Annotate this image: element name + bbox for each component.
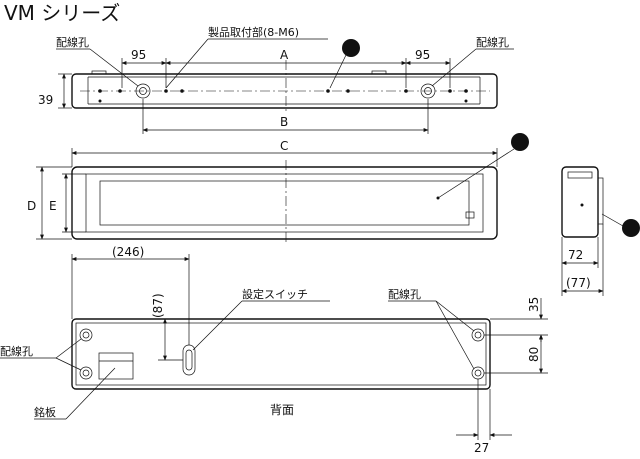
mount-point	[98, 99, 102, 103]
wiring-hole-left-inner	[139, 87, 147, 95]
dim-246: (246)	[112, 245, 144, 259]
mount-point	[464, 89, 468, 93]
front-view: C D E	[27, 133, 529, 245]
side-view: 72 (77)	[561, 166, 640, 296]
mount-point	[164, 89, 168, 93]
dim-95-left: 95	[131, 48, 146, 62]
front-view-lens	[99, 180, 470, 226]
label-mount-part: 製品取付部(8-M6)	[208, 25, 299, 39]
dim-A: A	[280, 48, 289, 62]
mount-point	[326, 89, 330, 93]
top-view: 95 A 95 B 39 配線孔 製品取付部(8-M6) 配線孔	[38, 25, 514, 134]
wiring-hole-right-inner	[424, 87, 432, 95]
label-back: 背面	[270, 403, 294, 417]
dim-C: C	[280, 139, 288, 153]
front-view-lens-frame	[85, 173, 484, 233]
label-wiring-hole-top-right: 配線孔	[476, 35, 509, 49]
lens-leader-top	[329, 54, 347, 89]
lens-marker-top	[342, 39, 360, 57]
label-wiring-hole-back-left: 配線孔	[0, 344, 33, 358]
top-bump-right	[371, 70, 387, 75]
dim-77: (77)	[566, 276, 591, 290]
back-wiring-hole	[79, 328, 93, 342]
lens-marker-front	[511, 133, 529, 151]
dim-B: B	[280, 115, 288, 129]
dim-27: 27	[474, 441, 489, 455]
side-view-body	[561, 166, 599, 238]
nameplate	[98, 352, 134, 380]
back-wiring-hole	[79, 366, 93, 380]
wiring-hole-right	[420, 83, 436, 99]
dim-39: 39	[38, 93, 53, 107]
lens-marker-side	[622, 219, 640, 237]
mount-point	[118, 89, 122, 93]
dim-72: 72	[568, 248, 583, 262]
dim-D: D	[27, 199, 36, 213]
top-bump-left	[91, 70, 107, 75]
label-setting-switch: 設定スイッチ	[242, 287, 308, 301]
dim-E: E	[49, 199, 57, 213]
label-wiring-hole-top-left: 配線孔	[56, 35, 89, 49]
dim-80: 80	[527, 347, 541, 362]
dim-87: (87)	[151, 293, 165, 318]
front-view-body	[71, 166, 498, 240]
mount-point	[448, 89, 452, 93]
dim-35: 35	[527, 297, 541, 312]
wiring-hole-left	[135, 83, 151, 99]
mount-point	[346, 89, 350, 93]
back-view: (246) (87) 35 80 27 設定スイッチ 配線孔 配線孔 銘	[0, 245, 548, 455]
back-view-body	[71, 318, 491, 390]
mount-point	[180, 89, 184, 93]
label-nameplate: 銘板	[34, 405, 56, 419]
series-title: VM シリーズ	[4, 1, 120, 25]
mount-point	[464, 99, 468, 103]
mount-point	[98, 89, 102, 93]
dim-95-right: 95	[415, 48, 430, 62]
mount-point	[404, 89, 408, 93]
label-wiring-hole-back-right: 配線孔	[388, 287, 421, 301]
